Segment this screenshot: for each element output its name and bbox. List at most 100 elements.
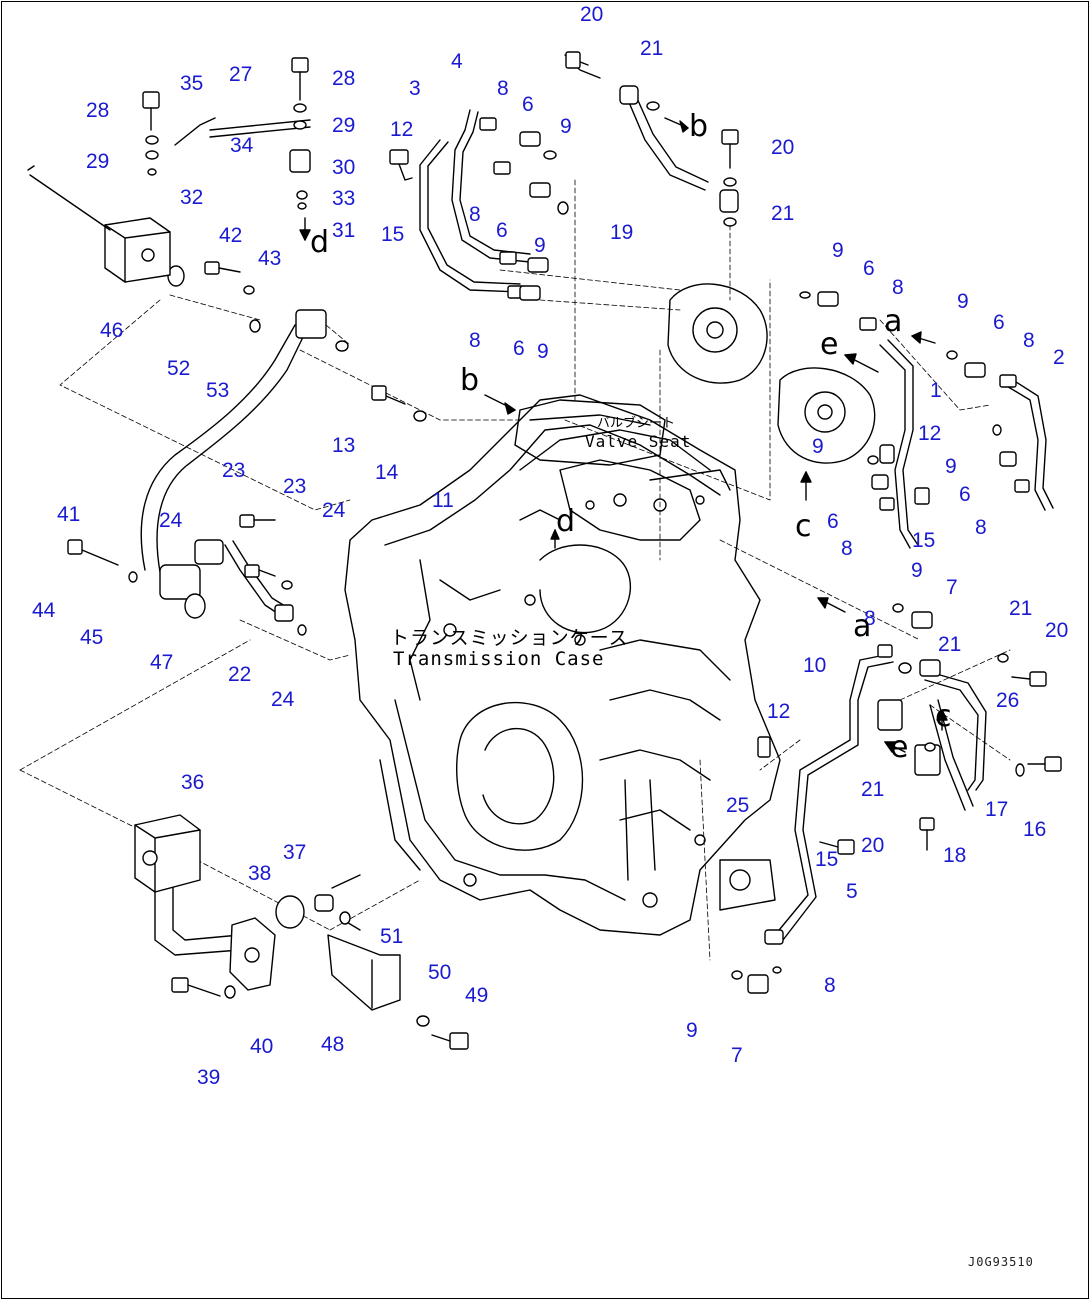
callout-number: 12: [390, 118, 414, 141]
callout-number: 21: [861, 778, 885, 801]
drawing-code: J0G93510: [968, 1255, 1034, 1269]
callout-number: 4: [451, 50, 463, 73]
connection-letter: e: [890, 730, 909, 765]
connection-letter: e: [820, 327, 839, 362]
callout-number: 1: [930, 379, 942, 402]
callout-number: 6: [522, 93, 534, 116]
callout-number: 21: [938, 633, 962, 656]
callout-number: 42: [219, 224, 243, 247]
callout-number: 21: [771, 202, 795, 225]
callout-number: 37: [283, 841, 307, 864]
connection-letter: c: [795, 509, 812, 544]
callout-number: 8: [864, 607, 876, 630]
callout-number: 48: [321, 1033, 345, 1056]
connection-letter: b: [460, 363, 480, 398]
callout-number: 6: [959, 483, 971, 506]
callout-number: 39: [197, 1066, 221, 1089]
callout-number: 9: [945, 455, 957, 478]
callout-number: 8: [469, 203, 481, 226]
callout-number: 47: [150, 651, 174, 674]
callout-number: 28: [332, 67, 356, 90]
callout-number: 50: [428, 961, 452, 984]
callout-number: 15: [381, 223, 405, 246]
callout-number: 12: [918, 422, 942, 445]
callout-number: 43: [258, 247, 282, 270]
callout-number: 46: [100, 319, 124, 342]
callout-number: 6: [993, 311, 1005, 334]
callout-number: 26: [996, 689, 1020, 712]
callout-number: 16: [1023, 818, 1047, 841]
transmission-case-label-en: Transmission Case: [393, 648, 605, 670]
callout-number: 31: [332, 219, 356, 242]
callout-number: 45: [80, 626, 104, 649]
callout-number: 8: [1023, 329, 1035, 352]
callout-number: 8: [892, 276, 904, 299]
callout-number: 7: [731, 1044, 743, 1067]
callout-number: 13: [332, 434, 356, 457]
callout-number: 24: [322, 499, 346, 522]
callout-number: 20: [771, 136, 795, 159]
callout-number: 12: [767, 700, 791, 723]
connection-letter: a: [853, 609, 872, 644]
callout-number: 6: [827, 510, 839, 533]
leader-lines: [19, 179, 1011, 961]
connection-letter: d: [556, 504, 576, 539]
callout-number: 40: [250, 1035, 274, 1058]
valve-seat-label-jp: バルブシート: [597, 416, 676, 431]
callout-number: 20: [861, 834, 885, 857]
callout-number: 35: [180, 72, 204, 95]
callout-number: 49: [465, 984, 489, 1007]
callout-number: 8: [975, 516, 987, 539]
callout-number: 6: [863, 257, 875, 280]
valve-seat-label-en: Valve Seat: [585, 432, 692, 451]
rear-cover-lower: [777, 367, 876, 464]
callout-number: 38: [248, 862, 272, 885]
callout-number: 8: [824, 974, 836, 997]
callout-number: 5: [846, 880, 858, 903]
callout-number: 9: [537, 340, 549, 363]
callout-number: 32: [180, 186, 204, 209]
pipes: [140, 95, 1054, 956]
callout-number: 15: [912, 529, 936, 552]
callout-number: 44: [32, 599, 56, 622]
callout-number: 33: [332, 187, 356, 210]
callout-number: 9: [911, 559, 923, 582]
callout-number: 18: [943, 844, 967, 867]
callout-number: 17: [985, 798, 1009, 821]
callout-number: 9: [534, 234, 546, 257]
callout-number: 3: [409, 77, 421, 100]
direction-arrows: [299, 117, 948, 753]
brackets: [27, 165, 401, 1011]
callout-number: 19: [610, 221, 634, 244]
callout-number: 41: [57, 503, 81, 526]
callout-number: 24: [271, 688, 295, 711]
callout-number: 9: [560, 115, 572, 138]
callout-number: 20: [580, 3, 604, 26]
callout-number: 23: [222, 459, 246, 482]
callout-number: 51: [380, 925, 404, 948]
connection-letter: b: [689, 109, 709, 144]
callout-number: 15: [815, 848, 839, 871]
callout-number: 25: [726, 794, 750, 817]
callout-number: 14: [375, 461, 399, 484]
callout-number: 29: [86, 150, 110, 173]
callout-number: 2: [1053, 346, 1065, 369]
connection-letter: a: [884, 304, 903, 339]
callout-number: 22: [228, 663, 252, 686]
callout-number: 7: [946, 576, 958, 599]
callout-number: 30: [332, 156, 356, 179]
callout-number: 8: [841, 537, 853, 560]
callout-number: 28: [86, 99, 110, 122]
connection-letter: c: [935, 699, 952, 734]
callout-number: 8: [469, 329, 481, 352]
callout-number: 21: [640, 37, 664, 60]
transmission-case-outline: [344, 394, 781, 936]
callout-number: 9: [686, 1019, 698, 1042]
callout-number: 24: [159, 509, 183, 532]
callout-number: 20: [1045, 619, 1069, 642]
callout-number: 6: [496, 219, 508, 242]
bolts: [67, 51, 1062, 1050]
callout-number: 21: [1009, 597, 1033, 620]
